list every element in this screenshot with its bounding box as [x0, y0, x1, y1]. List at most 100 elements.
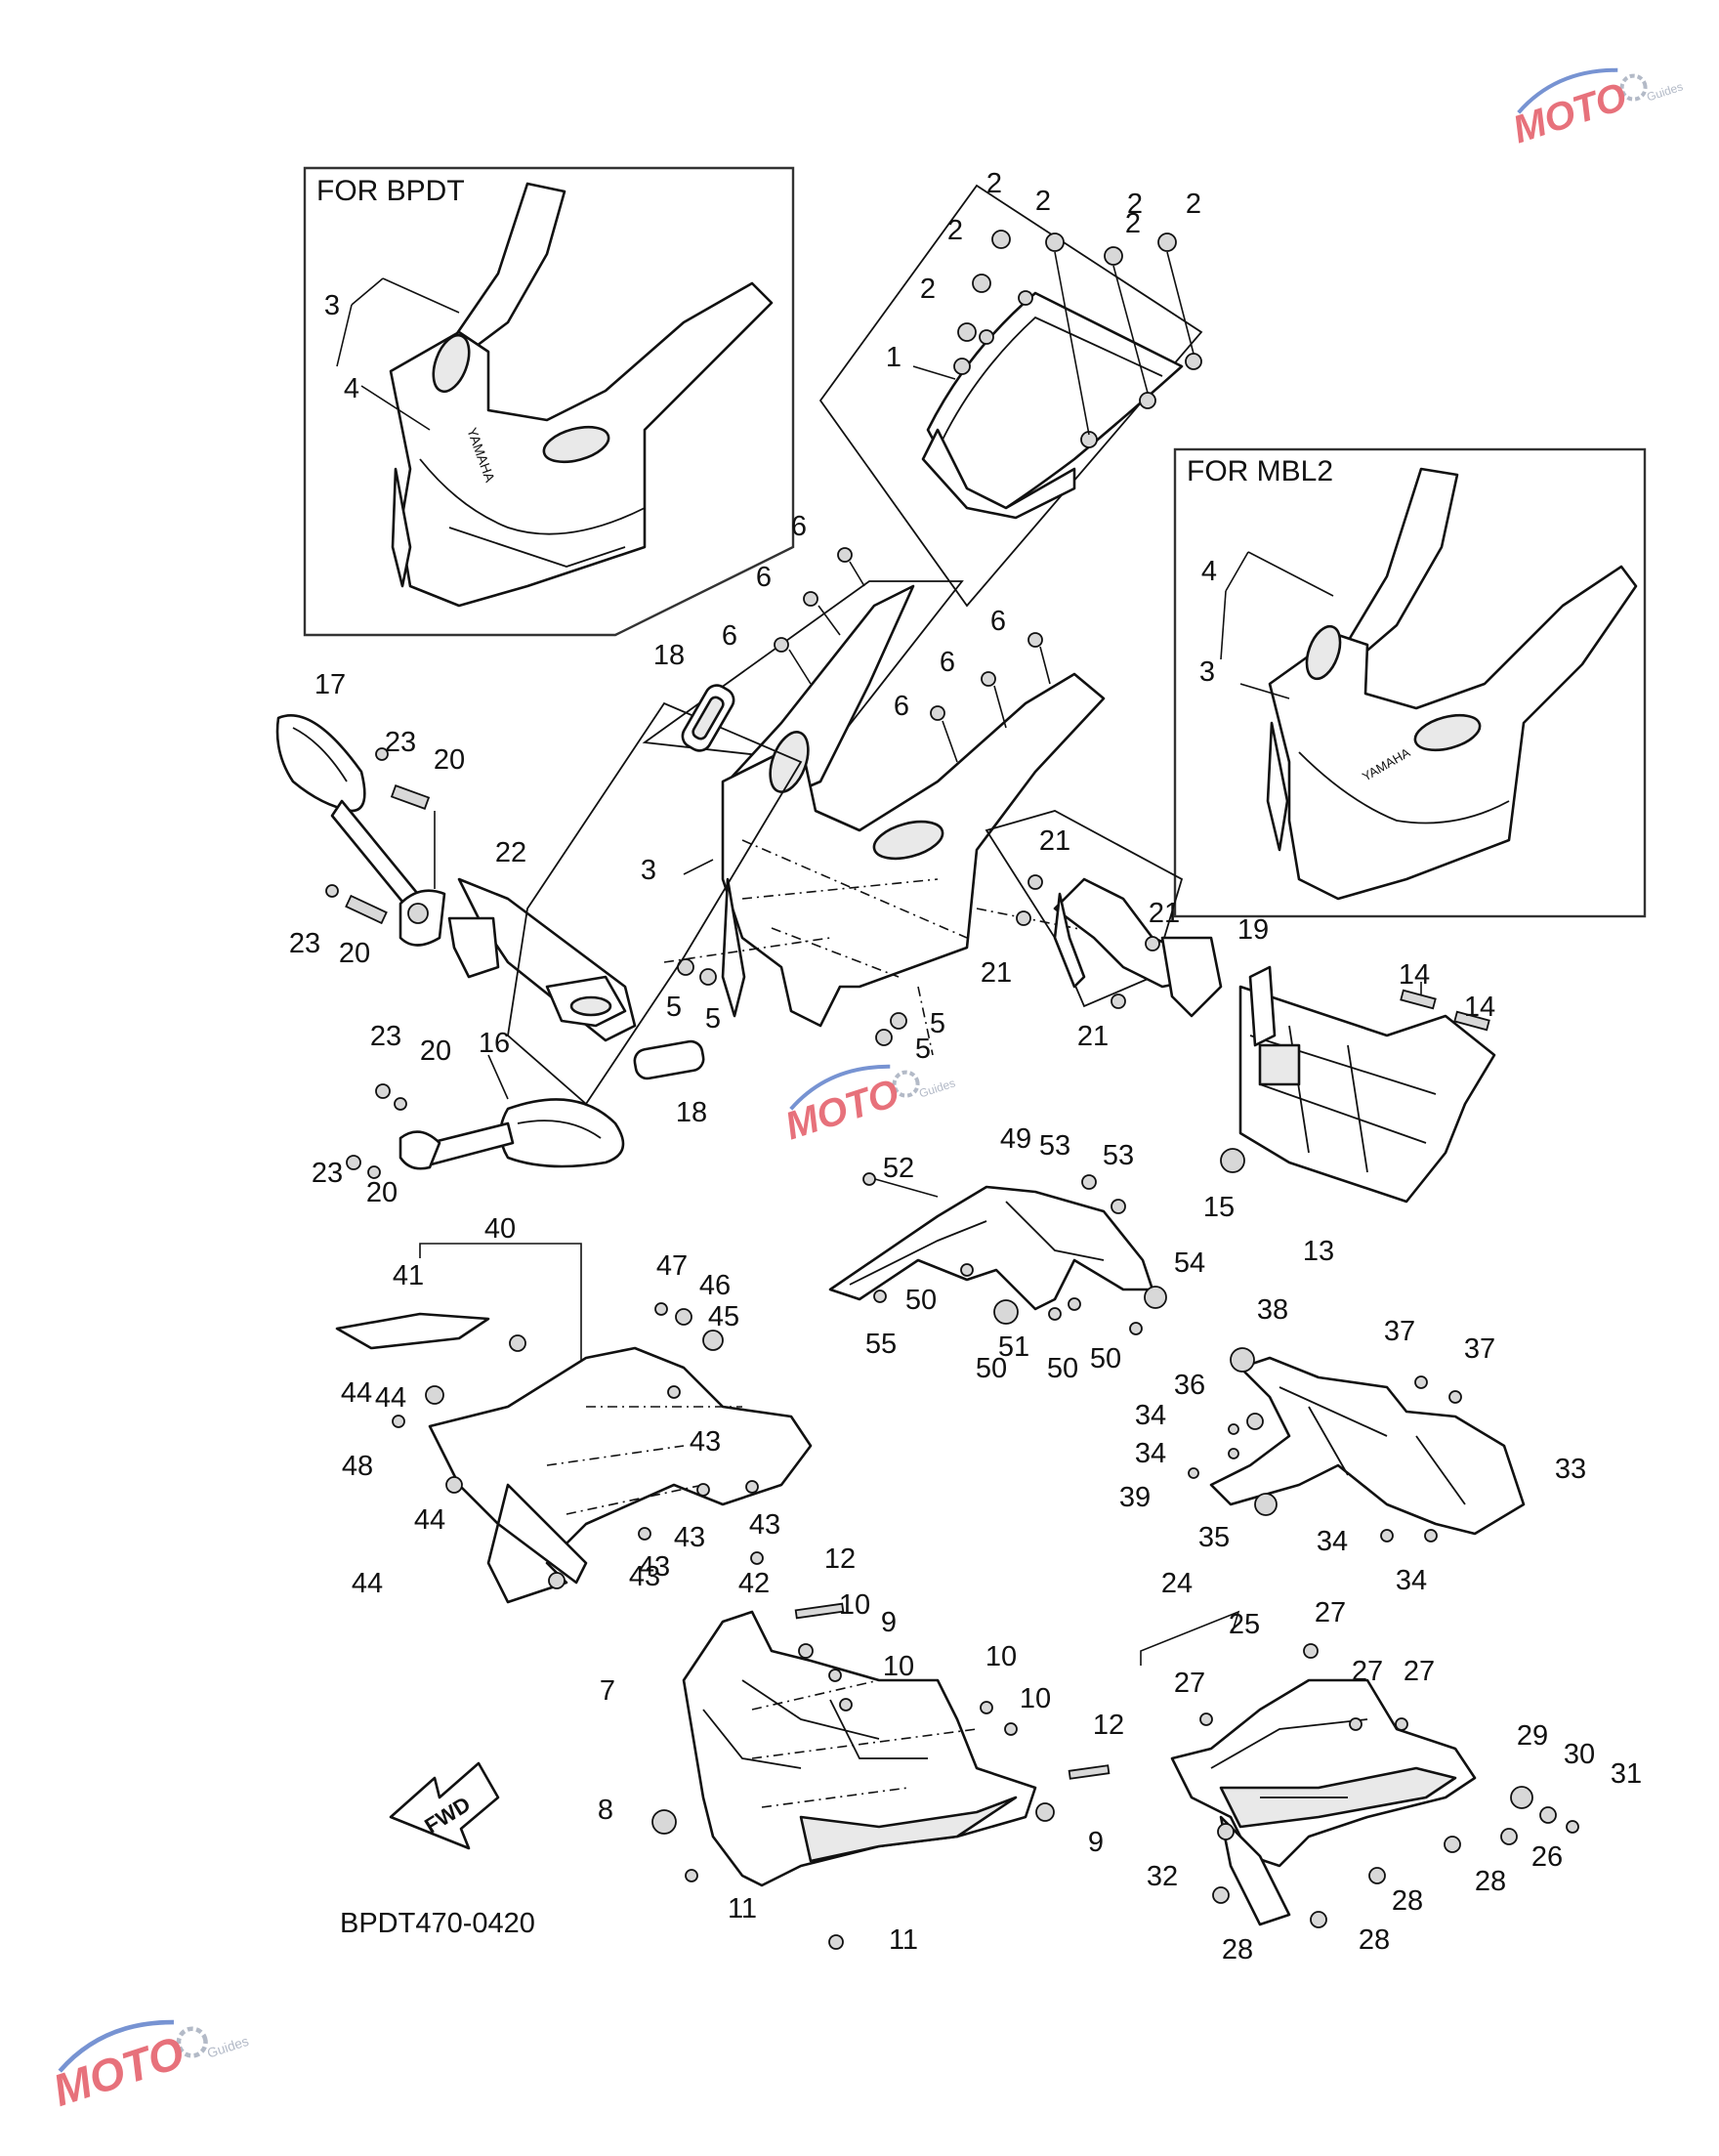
windscreen-assembly	[818, 184, 1203, 608]
callout-48: 48	[342, 1451, 373, 1482]
callout-3: 3	[324, 290, 340, 321]
callout-46: 46	[699, 1270, 731, 1301]
watermark-gear-icon	[176, 2026, 208, 2058]
callout-54: 54	[1174, 1247, 1205, 1279]
callout-34: 34	[1135, 1400, 1166, 1431]
callout-2: 2	[920, 274, 936, 305]
callout-23: 23	[370, 1021, 401, 1052]
callout-38: 38	[1257, 1294, 1288, 1326]
callout-50: 50	[1090, 1343, 1121, 1374]
callout-5: 5	[930, 1008, 945, 1039]
callout-27: 27	[1404, 1656, 1435, 1687]
inset-bpdt: FOR BPDT YAMAHA	[303, 166, 795, 637]
callout-43: 43	[674, 1522, 705, 1553]
callout-44: 44	[414, 1504, 445, 1536]
callout-34: 34	[1317, 1526, 1348, 1557]
callout-28: 28	[1359, 1924, 1390, 1956]
callout-1: 1	[886, 342, 901, 373]
fwd-arrow: FWD	[389, 1761, 500, 1850]
callout-55: 55	[865, 1329, 897, 1360]
watermark-gear-icon	[892, 1070, 920, 1098]
watermark-sub: Guides	[205, 2034, 250, 2061]
inset-mbl2-title: FOR MBL2	[1187, 455, 1333, 487]
callout-35: 35	[1198, 1522, 1230, 1553]
callout-45: 45	[708, 1301, 739, 1332]
callout-9: 9	[881, 1607, 897, 1638]
callout-43: 43	[749, 1509, 780, 1541]
callout-49: 49	[1000, 1123, 1031, 1155]
watermark-letters: MOTO	[47, 2026, 190, 2116]
watermark-sub: Guides	[1645, 79, 1684, 104]
watermark-logo: MOTO Guides	[1508, 67, 1685, 152]
callout-9: 9	[1088, 1827, 1104, 1858]
callout-18: 18	[653, 640, 685, 671]
callout-28: 28	[1222, 1934, 1253, 1966]
callout-23: 23	[289, 928, 320, 959]
callout-6: 6	[722, 620, 737, 652]
callout-2: 2	[1035, 186, 1051, 217]
callout-37: 37	[1384, 1316, 1415, 1347]
callout-2: 2	[1186, 189, 1201, 220]
callout-42: 42	[738, 1568, 770, 1599]
callout-20: 20	[339, 938, 370, 969]
callout-34: 34	[1135, 1438, 1166, 1469]
callout-5: 5	[666, 992, 682, 1023]
callout-41: 41	[393, 1260, 424, 1291]
callout-44: 44	[352, 1568, 383, 1599]
callout-4: 4	[344, 373, 359, 404]
callout-53: 53	[1103, 1140, 1134, 1171]
callout-11: 11	[728, 1893, 757, 1924]
callout-50: 50	[1047, 1353, 1078, 1384]
callout-15: 15	[1203, 1192, 1235, 1223]
callout-3: 3	[1199, 656, 1215, 688]
watermark-letters: MOTO	[780, 1072, 904, 1149]
inset-mbl2: FOR MBL2 YAMAHA	[1173, 447, 1647, 918]
callout-4: 4	[1201, 556, 1217, 587]
bracket-33	[1188, 1347, 1526, 1543]
callout-40: 40	[484, 1213, 516, 1245]
callout-11: 11	[889, 1924, 918, 1956]
callout-21: 21	[1077, 1021, 1109, 1052]
diagram-code: BPDT470-0420	[340, 1908, 535, 1939]
watermark-letters: MOTO	[1508, 75, 1632, 152]
callout-33: 33	[1555, 1454, 1586, 1485]
callout-53: 53	[1039, 1130, 1070, 1162]
callout-25: 25	[1229, 1609, 1260, 1640]
callout-27: 27	[1352, 1656, 1383, 1687]
callout-6: 6	[894, 691, 909, 722]
watermark-arc	[789, 1064, 891, 1111]
callout-6: 6	[990, 606, 1006, 637]
inset-bpdt-title: FOR BPDT	[316, 175, 465, 207]
watermark-logo: MOTO Guides	[47, 2019, 251, 2116]
callout-10: 10	[985, 1641, 1017, 1672]
callout-21: 21	[1039, 825, 1070, 857]
callout-47: 47	[656, 1250, 688, 1282]
callout-2: 2	[986, 168, 1002, 199]
callout-21: 21	[981, 957, 1012, 989]
callout-23: 23	[385, 727, 416, 758]
callout-12: 12	[1093, 1710, 1124, 1741]
callout-29: 29	[1517, 1720, 1548, 1752]
callout-7: 7	[600, 1675, 615, 1707]
callout-30: 30	[1564, 1739, 1595, 1770]
callout-12: 12	[824, 1543, 856, 1575]
callout-2: 2	[1125, 208, 1141, 239]
callout-31: 31	[1611, 1758, 1642, 1790]
callout-21: 21	[1149, 898, 1180, 929]
callout-43: 43	[639, 1551, 670, 1583]
lower-cowl-7	[651, 1602, 1111, 1950]
callout-2: 2	[947, 215, 963, 246]
front-stay-13	[1220, 965, 1496, 1204]
callout-10: 10	[1020, 1683, 1051, 1714]
callout-10: 10	[839, 1589, 870, 1621]
callout-27: 27	[1174, 1668, 1205, 1699]
callout-34: 34	[1396, 1565, 1427, 1596]
callout-37: 37	[1464, 1333, 1495, 1365]
callout-20: 20	[366, 1177, 398, 1208]
callout-2: 2	[1127, 189, 1143, 220]
upper-cowl	[642, 547, 1124, 1056]
callout-27: 27	[1315, 1597, 1346, 1628]
callout-51: 51	[998, 1332, 1029, 1363]
